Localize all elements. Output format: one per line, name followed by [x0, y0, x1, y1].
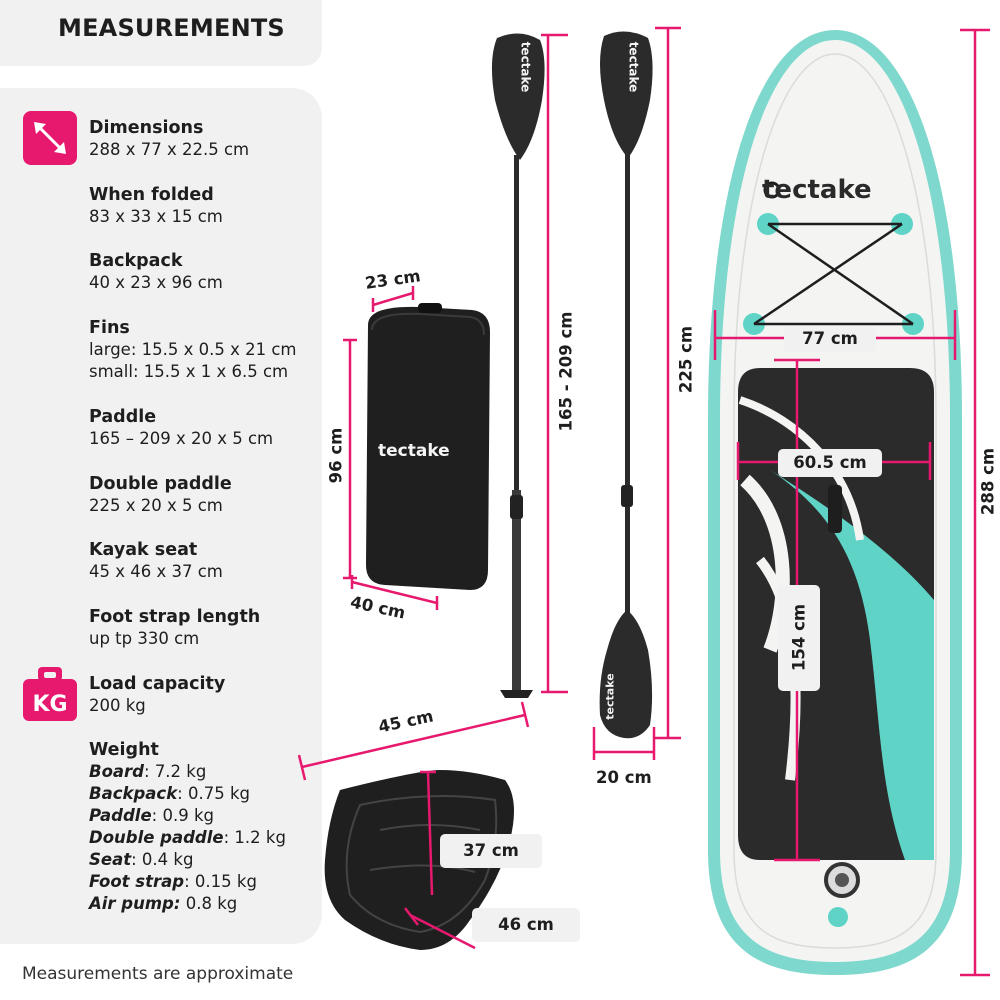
board-brand-logo: tectake: [762, 175, 872, 205]
seat-depth-label: 46 cm: [472, 908, 580, 942]
spec-label: Double paddle: [89, 474, 232, 494]
specs-panel: [0, 88, 322, 944]
spec-fins: Fins large: 15.5 x 0.5 x 21 cm small: 15…: [89, 317, 319, 383]
weight-item-sep: :: [131, 850, 142, 869]
deck-pad-width-label: 60.5 cm: [778, 449, 882, 477]
spec-value: 165 – 209 x 20 x 5 cm: [89, 429, 274, 448]
dimension-lines: [297, 26, 990, 977]
paddle-brand-logo: tectake: [518, 41, 533, 93]
spec-folded: When folded 83 x 33 x 15 cm: [89, 184, 319, 228]
seat-height-label: 37 cm: [440, 834, 542, 868]
weight-item-name: Foot strap: [89, 872, 185, 891]
sup-board: [708, 30, 962, 975]
weight-item: Air pump: 0.8 kg: [89, 893, 319, 915]
double-paddle: [599, 31, 653, 739]
spec-value-large: large: 15.5 x 0.5 x 21 cm: [89, 340, 297, 359]
weight-item-value: 7.2 kg: [154, 762, 207, 781]
footnote: Measurements are approximate: [22, 964, 294, 984]
page-title: MEASUREMENTS: [58, 14, 285, 42]
backpack: [366, 303, 490, 590]
spec-label: Kayak seat: [89, 540, 198, 560]
header-box: MEASUREMENTS: [0, 0, 322, 66]
deck-pad-length-label: 154 cm: [789, 603, 809, 672]
weight-item-name: Double paddle: [89, 828, 224, 847]
adjustable-paddle: [491, 33, 545, 698]
weight-item-name: Board: [89, 762, 144, 781]
weight-item-sep: :: [151, 806, 163, 825]
paddle-blade-width-label: 20 cm: [596, 768, 652, 787]
dimensions-icon: [23, 111, 77, 165]
paddle-length-label: 165 - 209 cm: [556, 311, 576, 432]
spec-value: 288 x 77 x 22.5 cm: [89, 140, 250, 159]
weight-item: Paddle: 0.9 kg: [89, 805, 319, 827]
weight-item-name: Paddle: [89, 806, 152, 825]
spec-label: Backpack: [89, 251, 183, 271]
double-paddle-lower-brand-logo: tectake: [603, 673, 617, 720]
spec-value: 200 kg: [89, 696, 146, 715]
weight-item-value: 0.9 kg: [162, 806, 214, 825]
board-length-label: 288 cm: [978, 447, 998, 516]
weight-item-sep: :: [184, 872, 195, 891]
weight-item-value: 1.2 kg: [234, 828, 286, 847]
weight-item: Double paddle: 1.2 kg: [89, 827, 319, 849]
backpack-brand-logo: tectake: [378, 441, 450, 461]
spec-value-small: small: 15.5 x 1 x 6.5 cm: [89, 362, 289, 381]
weight-kg-icon: KG: [23, 667, 77, 721]
spec-label: When folded: [89, 185, 214, 205]
double-paddle-length-label: 225 cm: [676, 325, 696, 394]
spec-label: Load capacity: [89, 674, 226, 694]
weight-item-name: Air pump:: [89, 894, 181, 913]
spec-load-capacity: Load capacity 200 kg: [89, 673, 319, 717]
spec-kayak-seat: Kayak seat 45 x 46 x 37 cm: [89, 539, 319, 583]
spec-value: 45 x 46 x 37 cm: [89, 562, 223, 581]
spec-label: Dimensions: [89, 118, 204, 138]
weight-item-value: 0.8 kg: [185, 894, 238, 913]
weight-item: Backpack: 0.75 kg: [89, 783, 319, 805]
weight-item: Foot strap: 0.15 kg: [89, 871, 319, 893]
spec-value: 40 x 23 x 96 cm: [89, 273, 223, 292]
weight-item-name: Backpack: [89, 784, 178, 803]
spec-label: Fins: [89, 318, 130, 338]
spec-paddle: Paddle 165 – 209 x 20 x 5 cm: [89, 406, 319, 450]
spec-label: Foot strap length: [89, 607, 261, 627]
spec-value: 83 x 33 x 15 cm: [89, 207, 223, 226]
weight-item: Seat: 0.4 kg: [89, 849, 319, 871]
backpack-height-label: 96 cm: [326, 427, 346, 484]
weight-item-value: 0.4 kg: [141, 850, 194, 869]
spec-value: 225 x 20 x 5 cm: [89, 496, 223, 515]
weight-item-sep: :: [223, 828, 235, 847]
weight-item: Board: 7.2 kg: [89, 761, 319, 783]
weight-item-sep: :: [177, 784, 188, 803]
double-paddle-brand-logo: tectake: [626, 41, 641, 93]
spec-label: Weight: [89, 740, 159, 760]
weight-item-value: 0.75 kg: [187, 784, 250, 803]
spec-dimensions: Dimensions 288 x 77 x 22.5 cm: [89, 117, 319, 161]
kg-icon-text: KG: [32, 692, 67, 717]
weight-item-sep: :: [144, 762, 155, 781]
spec-label: Paddle: [89, 407, 157, 427]
spec-backpack: Backpack 40 x 23 x 96 cm: [89, 250, 319, 294]
spec-double-paddle: Double paddle 225 x 20 x 5 cm: [89, 473, 319, 517]
spec-value: up tp 330 cm: [89, 629, 200, 648]
spec-foot-strap: Foot strap length up tp 330 cm: [89, 606, 319, 650]
weight-item-value: 0.15 kg: [194, 872, 257, 891]
weight-item-name: Seat: [89, 850, 132, 869]
deck-pad-length-pill: [778, 585, 820, 691]
board-width-label: 77 cm: [784, 326, 876, 352]
